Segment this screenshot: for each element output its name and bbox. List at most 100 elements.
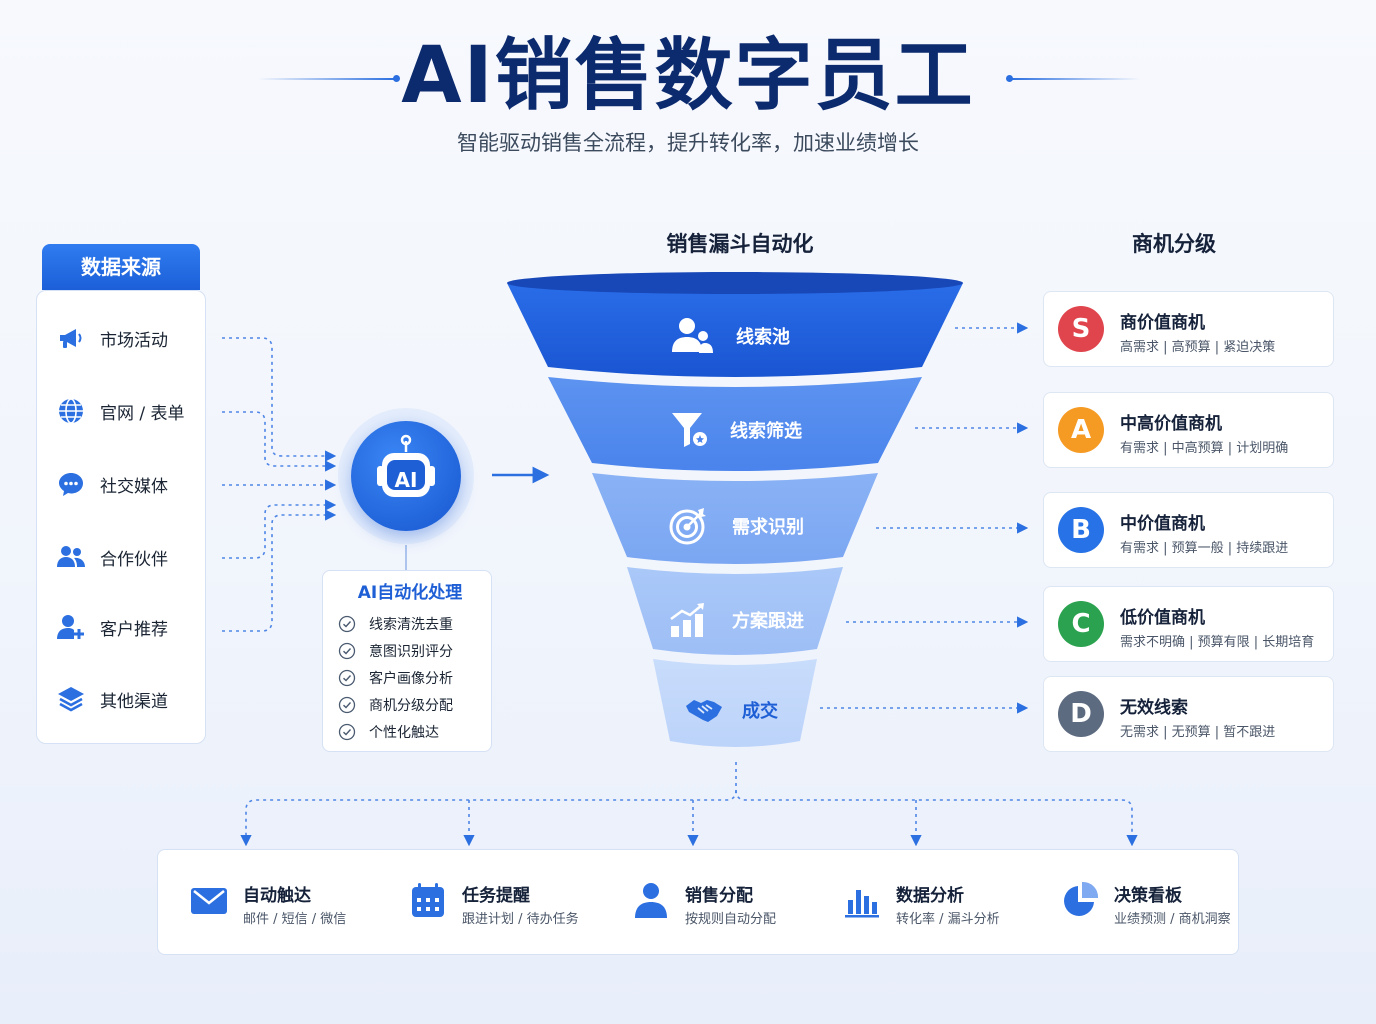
target-icon [669,508,706,545]
ai-process-title: AI自动化处理 [357,583,463,603]
user-add-icon [57,615,84,639]
feature-dashboard[interactable]: 决策看板 业绩预测 / 商机洞察 [1060,878,1231,928]
megaphone-icon [60,329,82,348]
source-item-social[interactable]: 社交媒体 [56,466,206,502]
sales-funnel [507,272,963,747]
grade-desc: 无需求 | 无预算 | 暂不跟进 [1120,725,1276,740]
title-decor-dot-right [1006,75,1013,82]
ai-step-label: 客户画像分析 [369,671,453,687]
funnel-stage-text: 线索筛选 [730,421,802,442]
funnel-stage-4[interactable] [627,567,843,655]
grade-badge: A [1058,407,1104,453]
chat-bubble-icon [59,473,83,496]
funnel-stage-label-4: 方案跟进 [668,600,804,640]
feature-title: 决策看板 [1114,886,1182,906]
funnel-stage-2[interactable] [548,377,922,471]
funnel-stage-label-5: 成交 [684,692,778,728]
robot-icon [377,434,435,497]
funnel-stage-text: 需求识别 [732,517,804,538]
feature-desc: 跟进计划 / 待办任务 [462,912,579,927]
mail-icon [191,888,227,914]
funnel-stage-label-1: 线索池 [670,316,790,356]
feature-task-reminder[interactable]: 任务提醒 跟进计划 / 待办任务 [408,878,598,928]
feature-title: 数据分析 [896,886,964,906]
source-label: 合作伙伴 [100,549,168,570]
funnel-stage-text: 成交 [742,701,778,722]
check-circle-icon [338,669,356,687]
feature-auto-reach[interactable]: 自动触达 邮件 / 短信 / 微信 [189,878,359,928]
grade-card-c[interactable]: C 低价值商机 需求不明确 | 预算有限 | 长期培育 [1043,586,1334,662]
partners-icon [57,546,85,567]
check-circle-icon [338,696,356,714]
source-label: 官网 / 表单 [100,403,185,424]
funnel-stage-text: 线索池 [736,327,790,348]
feature-desc: 转化率 / 漏斗分析 [896,912,1000,927]
feature-title: 自动触达 [243,886,311,906]
funnel-stage-text: 方案跟进 [732,611,804,632]
funnel-stage-3[interactable] [592,473,878,564]
funnel-rim [507,272,963,294]
grading-title: 商机分级 [1132,232,1216,256]
check-circle-icon [338,615,356,633]
ai-step-label: 个性化触达 [369,725,439,741]
growth-chart-icon [670,603,704,637]
source-label: 其他渠道 [100,691,168,712]
grade-badge: S [1058,306,1104,352]
ai-step-label: 商机分级分配 [369,698,453,714]
source-item-website[interactable]: 官网 / 表单 [56,393,206,429]
ai-step-label: 意图识别评分 [369,644,453,660]
feature-title: 销售分配 [685,886,753,906]
handshake-icon [686,700,722,722]
grade-card-s[interactable]: S 商价值商机 高需求 | 高预算 | 紧迫决策 [1043,291,1334,367]
source-item-referral[interactable]: 客户推荐 [56,609,206,645]
feature-bar [157,849,1239,955]
grade-card-a[interactable]: A 中高价值商机 有需求 | 中高预算 | 计划明确 [1043,392,1334,468]
grade-card-d[interactable]: D 无效线索 无需求 | 无预算 | 暂不跟进 [1043,676,1334,752]
feature-data-analysis[interactable]: 数据分析 转化率 / 漏斗分析 [842,878,1012,928]
ai-step-item: 线索清洗去重 [338,614,488,634]
grade-desc: 需求不明确 | 预算有限 | 长期培育 [1120,635,1315,650]
grade-badge: D [1058,691,1104,737]
grade-title: 低价值商机 [1120,608,1205,628]
layers-icon [58,687,84,712]
title-decor-dot-left [393,75,400,82]
funnel-stage-5[interactable] [653,659,817,747]
pie-chart-icon [1064,881,1099,916]
ai-step-item: 意图识别评分 [338,641,488,661]
person-icon [635,883,667,918]
calendar-icon [412,883,444,917]
ai-process-box [322,570,492,752]
feature-desc: 业绩预测 / 商机洞察 [1114,912,1231,927]
source-label: 社交媒体 [100,476,168,497]
ai-step-item: 个性化触达 [338,722,488,742]
funnel-stage-label-2: 线索筛选 [670,410,802,450]
users-icon [672,318,713,353]
page-subtitle: 智能驱动销售全流程，提升转化率，加速业绩增长 [457,131,919,155]
ai-step-label: 线索清洗去重 [369,617,453,633]
ai-step-item: 商机分级分配 [338,695,488,715]
grade-title: 中高价值商机 [1120,414,1222,434]
data-source-title: 数据来源 [42,244,200,290]
ai-robot-badge[interactable]: AI [351,421,461,531]
grade-title: 中价值商机 [1120,514,1205,534]
grade-title: 无效线索 [1120,698,1188,718]
grade-desc: 有需求 | 中高预算 | 计划明确 [1120,441,1289,456]
grade-desc: 高需求 | 高预算 | 紧迫决策 [1120,340,1276,355]
source-label: 客户推荐 [100,619,168,640]
grade-card-b[interactable]: B 中价值商机 有需求 | 预算一般 | 持续跟进 [1043,492,1334,568]
source-item-partners[interactable]: 合作伙伴 [56,539,206,575]
feature-desc: 按规则自动分配 [685,912,777,927]
filter-icon [672,413,707,447]
feature-sales-assign[interactable]: 销售分配 按规则自动分配 [631,878,801,928]
funnel-stage-1[interactable] [507,283,963,377]
grade-badge: B [1058,507,1104,553]
source-item-other[interactable]: 其他渠道 [56,681,206,717]
check-circle-icon [338,723,356,741]
funnel-stage-label-3: 需求识别 [668,506,804,546]
source-item-market[interactable]: 市场活动 [56,320,206,356]
ai-step-item: 客户画像分析 [338,668,488,688]
title-decor-line-left [258,78,396,80]
funnel-title: 销售漏斗自动化 [666,232,814,256]
ai-badge-label: AI [394,468,418,492]
